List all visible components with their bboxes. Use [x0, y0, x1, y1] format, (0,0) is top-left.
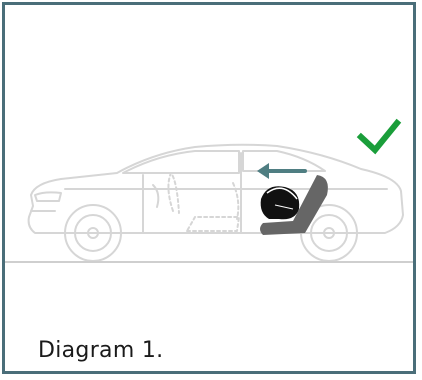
direction-arrow-icon — [257, 163, 305, 179]
car-seat-diagram — [5, 5, 413, 267]
diagram-caption: Diagram 1. — [38, 338, 163, 363]
car-side-outline-icon — [29, 145, 403, 261]
rear-facing-infant-seat-icon — [261, 186, 300, 219]
diagram-frame: Diagram 1. — [2, 2, 416, 374]
ground-line — [5, 261, 413, 263]
checkmark-icon — [361, 123, 397, 150]
